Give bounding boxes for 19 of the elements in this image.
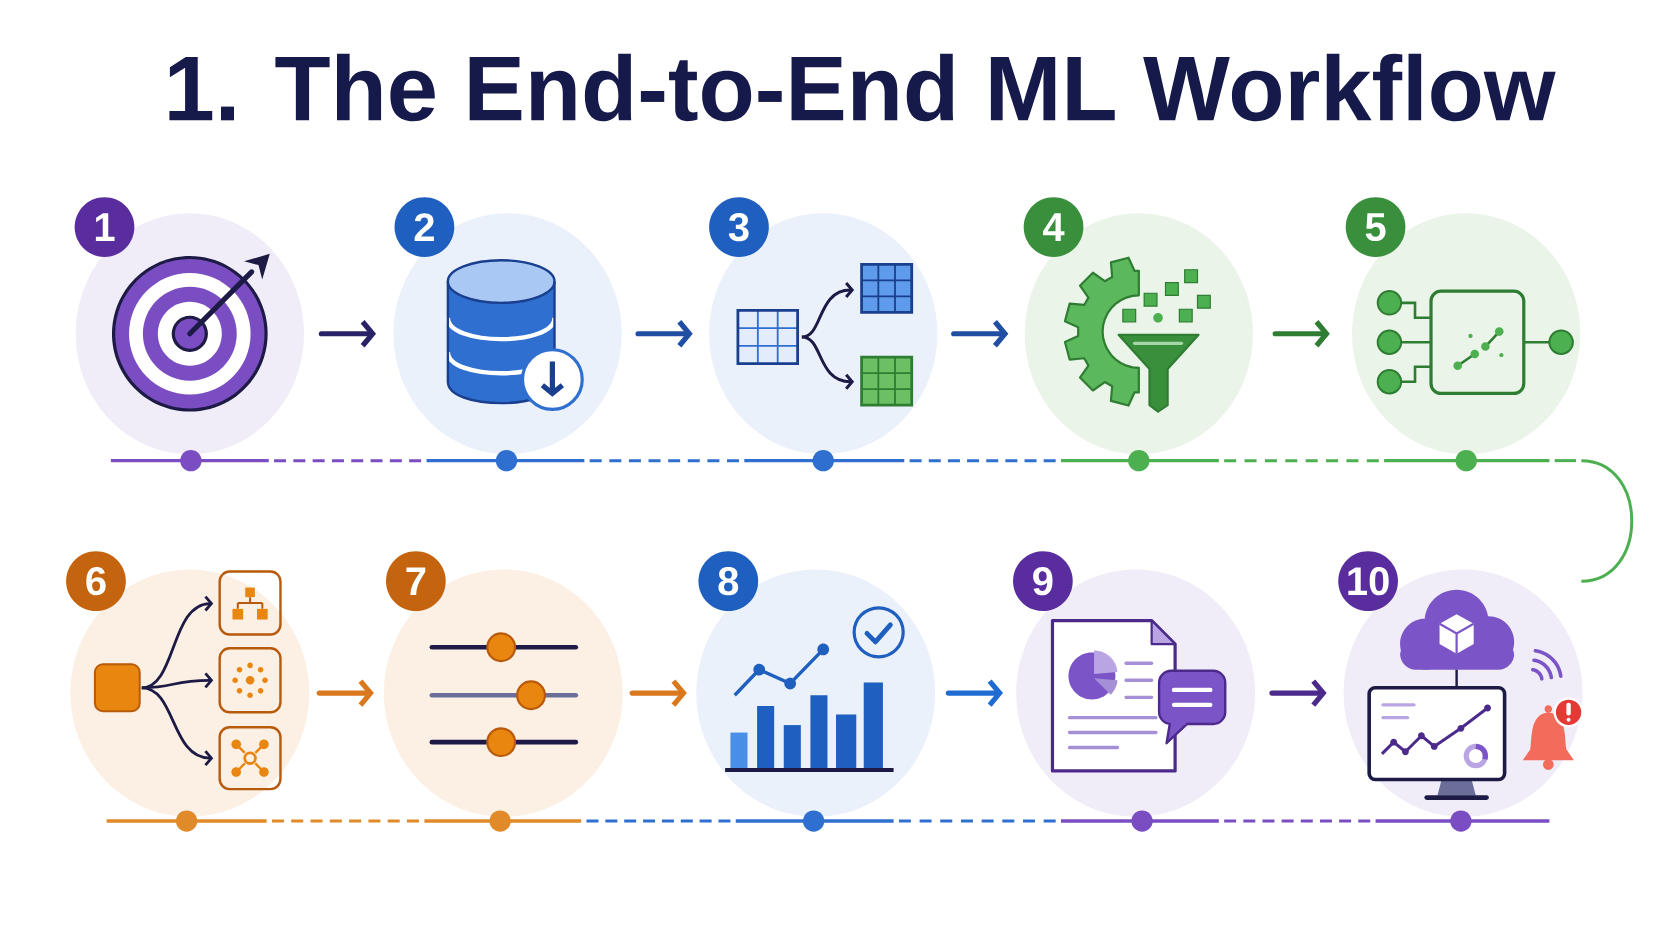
arrow: [629, 679, 687, 707]
number-badge: 5: [1345, 197, 1406, 257]
number-badge: 6: [66, 551, 126, 611]
number-badge: 4: [1023, 197, 1084, 257]
number-badge: 7: [386, 551, 446, 611]
arrow: [318, 320, 377, 348]
arrow: [635, 320, 693, 348]
number-badge: 2: [394, 197, 455, 257]
number-badge: 1: [74, 197, 135, 257]
title: 1. The End-to-End ML Workflow: [169, 53, 1556, 122]
number-badge: 3: [709, 197, 769, 257]
number-badge: 8: [698, 551, 759, 611]
number-badge: 10: [1338, 551, 1398, 611]
arrow: [1269, 679, 1327, 707]
number-badge: 9: [1013, 551, 1073, 611]
arrow: [951, 320, 1009, 348]
arrow: [945, 679, 1003, 707]
arrow: [316, 679, 374, 707]
arrow: [1272, 320, 1330, 348]
